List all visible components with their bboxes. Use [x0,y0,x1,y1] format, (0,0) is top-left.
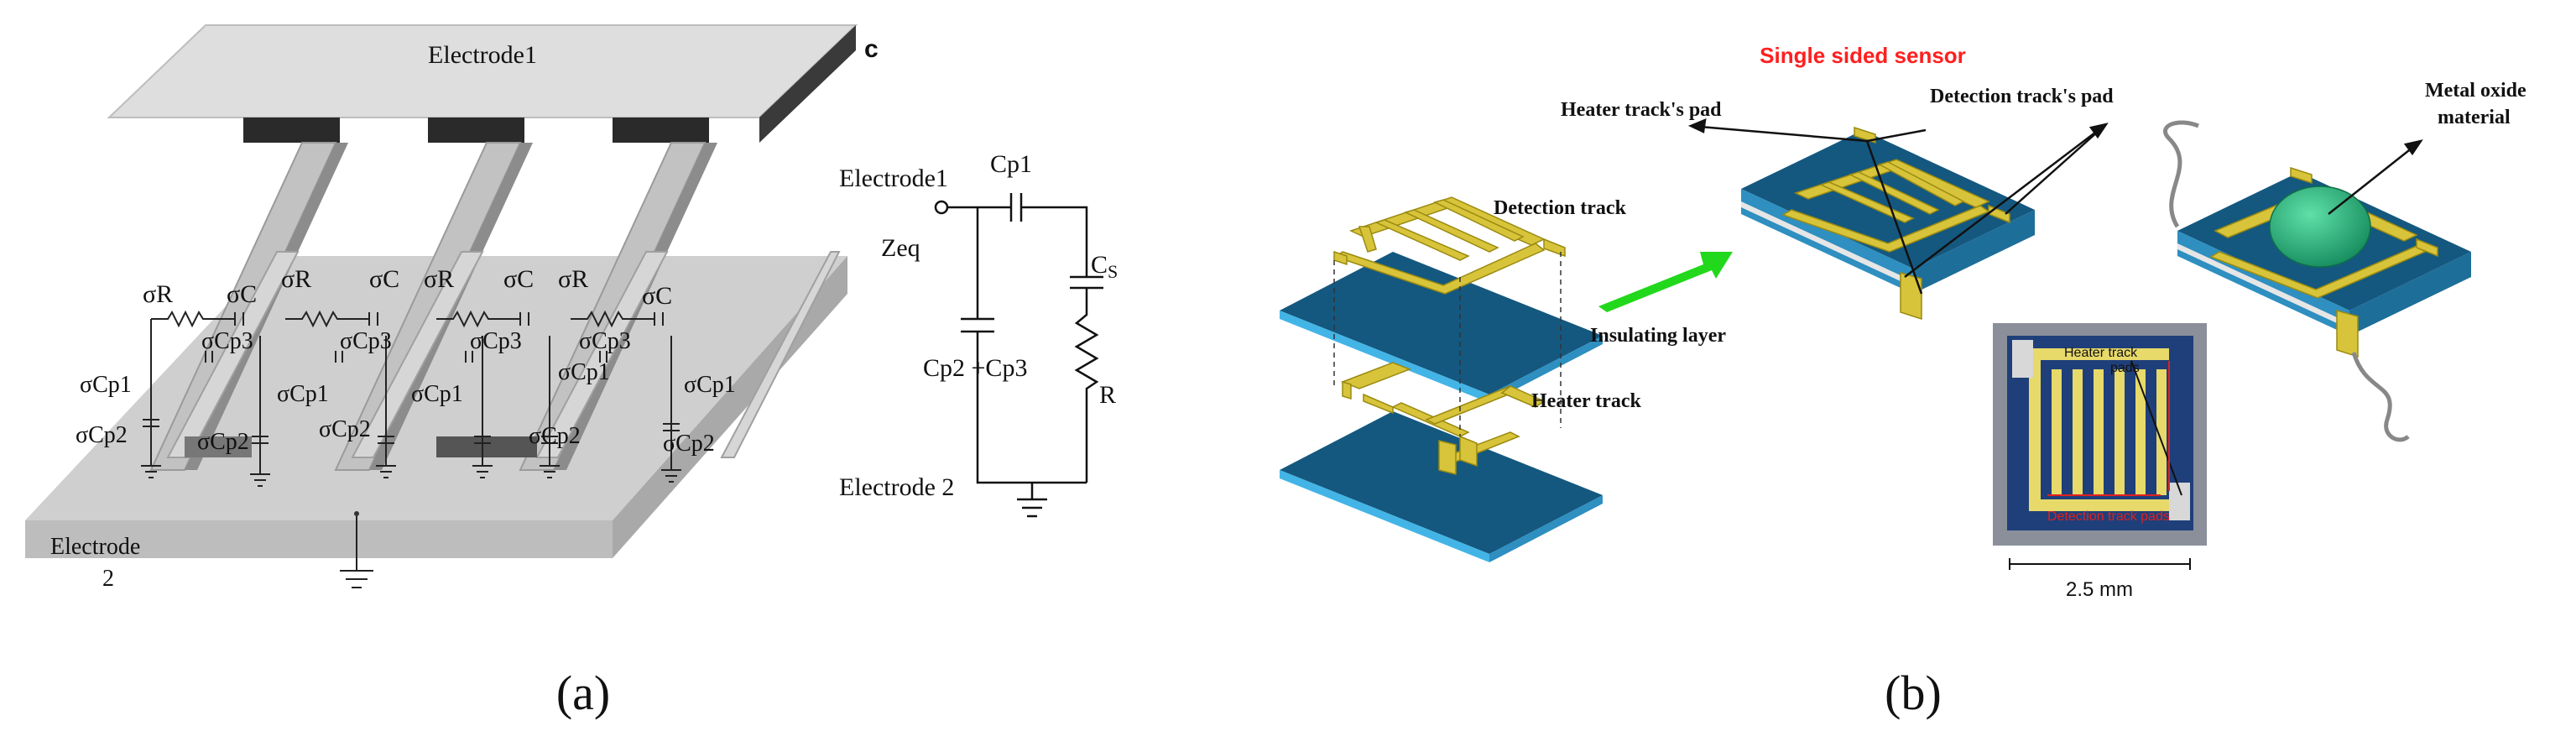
metal-oxide-sensor [2163,120,2471,442]
sigma-r-label-4: σR [558,265,588,293]
ground-node [354,511,359,516]
panel-b: Heater track pads Detection track pads 2… [1280,43,2526,720]
sigma-c-label-4: σC [642,282,672,310]
sigma-cp2-label-2: σCp2 [197,429,249,455]
sigma-cp1-label-5: σCp1 [684,372,736,398]
electrode1-label: Electrode1 [428,41,537,69]
sigma-cp3-label-2: σCp3 [340,328,392,354]
sigma-c-label-2: σC [369,265,399,293]
sigma-cp2-label-1: σCp2 [76,422,128,448]
sigma-cp1-label-3: σCp1 [411,381,463,407]
detection-track-label: Detection track [1494,197,1627,219]
electrode2-label-num: 2 [102,566,114,592]
sensor-title: Single sided sensor [1760,43,1966,68]
circuit-r-label: R [1099,381,1116,409]
caption-a: (a) [556,666,610,720]
finger-electrodes [149,142,841,471]
detection-layer [1280,196,1603,403]
circuit-electrode2-label: Electrode 2 [839,473,954,501]
assembled-sensor [1741,126,2035,321]
sigma-r-label-2: σR [281,265,311,293]
sigma-c-label-3: σC [503,265,534,293]
insulating-layer-label: Insulating layer [1590,325,1726,347]
sigma-cp3-label-1: σCp3 [201,328,253,354]
sigma-cp1-label-2: σCp1 [277,381,329,407]
electrode2-label: Electrode [50,534,140,560]
heater-pad-label: Heater track's pad [1561,99,1722,121]
electrode1-plate [107,24,858,143]
circuit-electrode1-label: Electrode1 [839,165,948,192]
photo-heater-label-2: pads [2110,361,2140,375]
circuit-cp2cp3-label: Cp2 +Cp3 [923,354,1027,382]
detection-pad-label: Detection track's pad [1930,86,2114,107]
sensor-photo [1993,323,2207,546]
assembly-arrow [1598,252,1733,312]
circuit-zeq-label: Zeq [881,234,920,262]
panel-a: Electrode1 c Electrode 2 σR σC σR σC σR … [25,24,1118,720]
structure-circuit-lines [141,310,681,588]
sigma-c-label-1: σC [227,280,257,308]
caption-b: (b) [1885,666,1942,720]
sigma-cp2-label-5: σCp2 [663,431,715,457]
sigma-r-label-1: σR [143,280,173,308]
sigma-cp3-label-4: σCp3 [579,328,631,354]
sigma-cp2-label-4: σCp2 [529,423,581,449]
metal-oxide-label: Metal oxide [2425,80,2526,102]
photo-detection-label: Detection track pads [2047,509,2170,524]
sigma-cp3-label-3: σCp3 [470,328,522,354]
sigma-cp1-label-4: σCp1 [558,359,610,385]
callout-arrows [1687,118,2423,295]
heater-track-label: Heater track [1531,390,1641,412]
sigma-r-label-3: σR [424,265,454,293]
sigma-cp2-label-3: σCp2 [319,416,371,442]
circuit-cp1-label: Cp1 [990,150,1032,178]
equivalent-circuit [934,193,1103,518]
scale-bar-ticks [2009,558,2191,570]
corner-label: c [864,35,879,63]
heater-layer [1280,362,1603,562]
scale-label: 2.5 mm [2066,578,2133,601]
circuit-cs-label: CS [1091,251,1118,282]
photo-heater-label: Heater track [2064,346,2138,360]
metal-oxide-label-2: material [2438,107,2511,128]
sigma-cp1-label-1: σCp1 [80,372,132,398]
